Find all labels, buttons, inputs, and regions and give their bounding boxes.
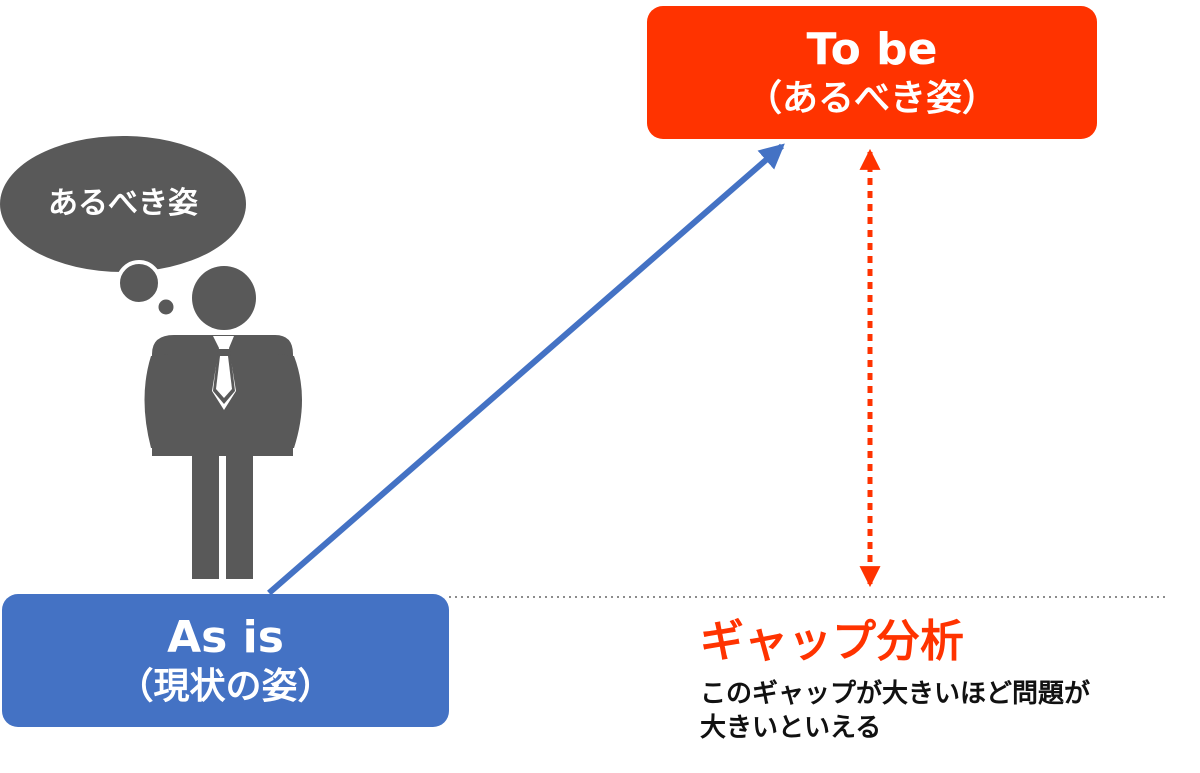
target-state-subtitle: （あるべき姿）: [745, 77, 998, 119]
gap-analysis-title: ギャップ分析: [700, 616, 964, 667]
gap-description-line-2: 大きいといえる: [700, 713, 882, 743]
current-state-title: As is: [167, 611, 284, 663]
gap-description-line-1: このギャップが大きいほど問題が: [700, 679, 1091, 709]
diagonal-arrow-icon: [267, 143, 785, 596]
target-state-title: To be: [806, 23, 938, 75]
thought-bubble-label: あるべき姿: [48, 186, 198, 221]
businessman-icon: [144, 266, 302, 579]
current-state-subtitle: （現状の姿）: [117, 665, 334, 707]
gap-analysis-description: このギャップが大きいほど問題が 大きいといえる: [700, 677, 1180, 745]
target-state-box: To be （あるべき姿）: [647, 6, 1097, 139]
current-state-box: As is （現状の姿）: [2, 594, 449, 727]
thought-bubble: [0, 136, 246, 318]
